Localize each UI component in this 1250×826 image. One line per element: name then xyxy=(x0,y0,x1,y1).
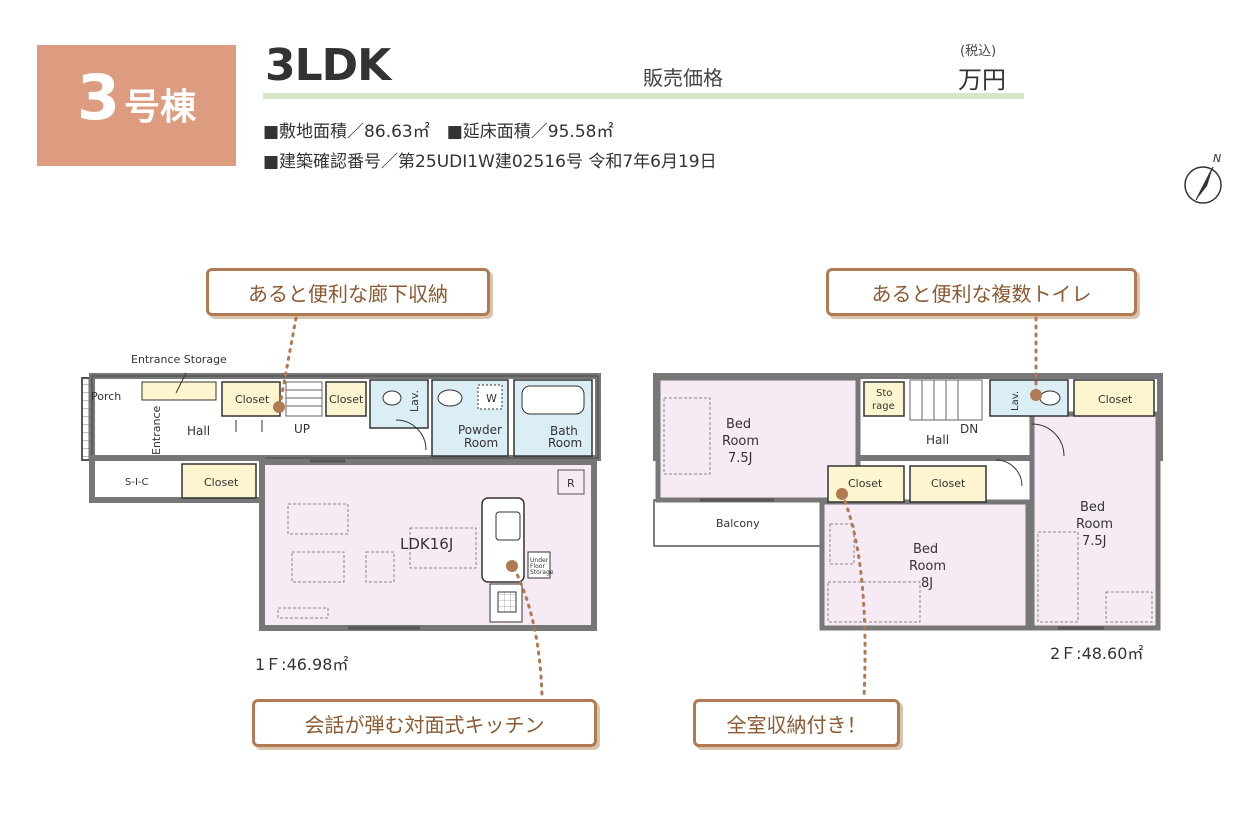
closet-1f-c xyxy=(181,463,257,499)
label-bed2-b: Room xyxy=(909,559,946,574)
label-bed3-b: Room xyxy=(1076,517,1113,532)
label-storage-2f-a: Sto xyxy=(876,388,892,399)
label-closet-2f-right: Closet xyxy=(1098,393,1133,406)
layout-type: 3LDK xyxy=(265,40,391,91)
ldk-room xyxy=(259,459,597,631)
label-balcony: Balcony xyxy=(716,517,760,530)
building-number: 3 xyxy=(76,61,121,134)
label-closet-1f-c: Closet xyxy=(204,476,239,489)
label-underfloor-3: Storage xyxy=(530,569,554,576)
label-up: UP xyxy=(294,422,310,436)
callout-all-room-storage: 全室収納付き！ xyxy=(693,699,900,747)
callout-multiple-toilets: あると便利な複数トイレ xyxy=(826,268,1137,316)
callout-leaders xyxy=(278,316,1038,699)
label-bed3-c: 7.5J xyxy=(1082,534,1107,549)
label-bed2-c: 8J xyxy=(921,576,933,591)
label-porch: Porch xyxy=(91,390,121,403)
closet-2f-right xyxy=(1073,379,1155,417)
label-sic: S-I-C xyxy=(125,477,149,488)
tax-note: (税込) xyxy=(960,44,997,59)
floor2-area: 2Ｆ:48.60㎡ xyxy=(1050,644,1144,663)
label-powder-room-1: Powder xyxy=(458,423,502,437)
closet-2f-b xyxy=(909,465,987,503)
label-r: R xyxy=(567,477,575,490)
callout-kitchen: 会話が弾む対面式キッチン xyxy=(252,699,597,747)
building-number-suffix: 号棟 xyxy=(124,87,197,128)
floor2-plan: Bed Room 7.5J Sto rage Lav. Closet Hall … xyxy=(653,373,1163,631)
label-entrance: Entrance xyxy=(150,405,163,455)
floor1-area: 1Ｆ:46.98㎡ xyxy=(255,655,349,674)
callout-hallway-storage: あると便利な廊下収納 xyxy=(206,268,490,316)
label-underfloor-1: Under xyxy=(530,557,549,564)
label-hall-1f: Hall xyxy=(187,424,210,438)
label-closet-2f-a: Closet xyxy=(848,477,883,490)
label-lav-2f: Lav. xyxy=(1010,391,1021,411)
floor1-plan: Entrance Storage Porch Entrance Hall UP … xyxy=(81,353,601,631)
price-unit: 万円 xyxy=(958,66,1006,94)
label-bed3-a: Bed xyxy=(1080,500,1105,515)
compass-icon: N xyxy=(1184,152,1222,204)
label-lav-1f: Lav. xyxy=(408,390,421,412)
spec-permit-line: ■建築確認番号／第25UDI1W建02516号 令和7年6月19日 xyxy=(263,152,717,172)
price-label: 販売価格 xyxy=(643,66,723,90)
label-closet-1f-b: Closet xyxy=(329,393,364,406)
label-underfloor-2: Floor xyxy=(530,563,545,570)
storage-2f xyxy=(863,381,905,417)
label-washer: W xyxy=(486,392,497,405)
label-bed1-b: Room xyxy=(722,434,759,449)
label-entrance-storage: Entrance Storage xyxy=(131,353,227,366)
label-closet-2f-b: Closet xyxy=(931,477,966,490)
label-bed1-c: 7.5J xyxy=(728,451,753,466)
header-divider xyxy=(263,93,1024,99)
label-bed2-a: Bed xyxy=(913,542,938,557)
label-closet-1f-a: Closet xyxy=(235,393,270,406)
label-bed1-a: Bed xyxy=(726,417,751,432)
closet-1f-a xyxy=(221,381,281,417)
label-ldk: LDK16J xyxy=(400,535,453,553)
label-bath-2: Room xyxy=(548,436,582,450)
label-dn: DN xyxy=(960,422,978,436)
label-storage-2f-b: rage xyxy=(872,401,895,412)
label-powder-room-2: Room xyxy=(464,436,498,450)
spec-area-line: ■敷地面積／86.63㎡ ■延床面積／95.58㎡ xyxy=(263,122,614,142)
bedroom-2 xyxy=(819,499,1031,631)
compass-north-label: N xyxy=(1213,152,1221,165)
building-number-badge: 3 号棟 xyxy=(37,45,236,166)
closet-1f-b xyxy=(325,381,367,417)
label-hall-2f: Hall xyxy=(926,433,949,447)
label-bath-1: Bath xyxy=(550,424,578,438)
callout-dots xyxy=(273,389,1042,572)
